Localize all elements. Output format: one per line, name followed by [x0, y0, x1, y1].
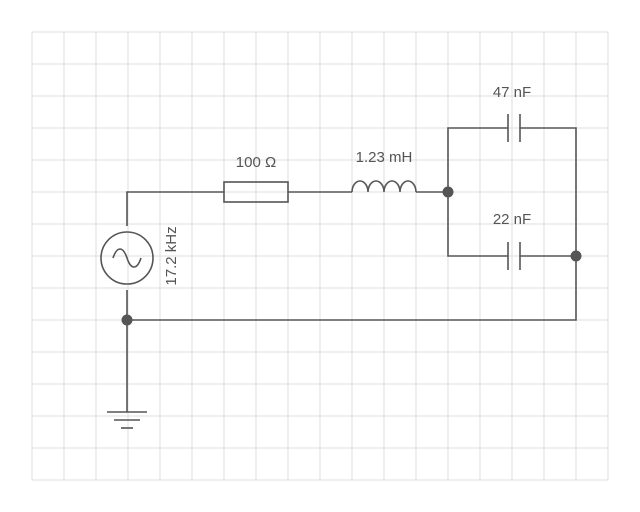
wire-return — [127, 256, 577, 321]
resistor-label: 100 Ω — [236, 154, 276, 171]
wire-source-to-resistor — [126, 191, 224, 226]
inductor — [351, 180, 417, 193]
inductor-label: 1.23 mH — [356, 149, 413, 166]
capacitor-bottom-label: 22 nF — [493, 211, 531, 228]
junction-node — [570, 250, 582, 262]
resistor — [223, 181, 289, 203]
capacitor-bottom — [507, 242, 521, 270]
source-label: 17.2 kHz — [163, 226, 180, 285]
wire-bottom-branch — [447, 192, 576, 257]
capacitor-top — [507, 114, 521, 142]
wires — [126, 127, 577, 412]
junction-node — [121, 314, 133, 326]
junction-node — [442, 186, 454, 198]
wire-top-branch — [447, 127, 577, 256]
ground-icon — [107, 411, 147, 429]
ac-sine-source-icon — [100, 231, 154, 285]
capacitor-top-label: 47 nF — [493, 84, 531, 101]
